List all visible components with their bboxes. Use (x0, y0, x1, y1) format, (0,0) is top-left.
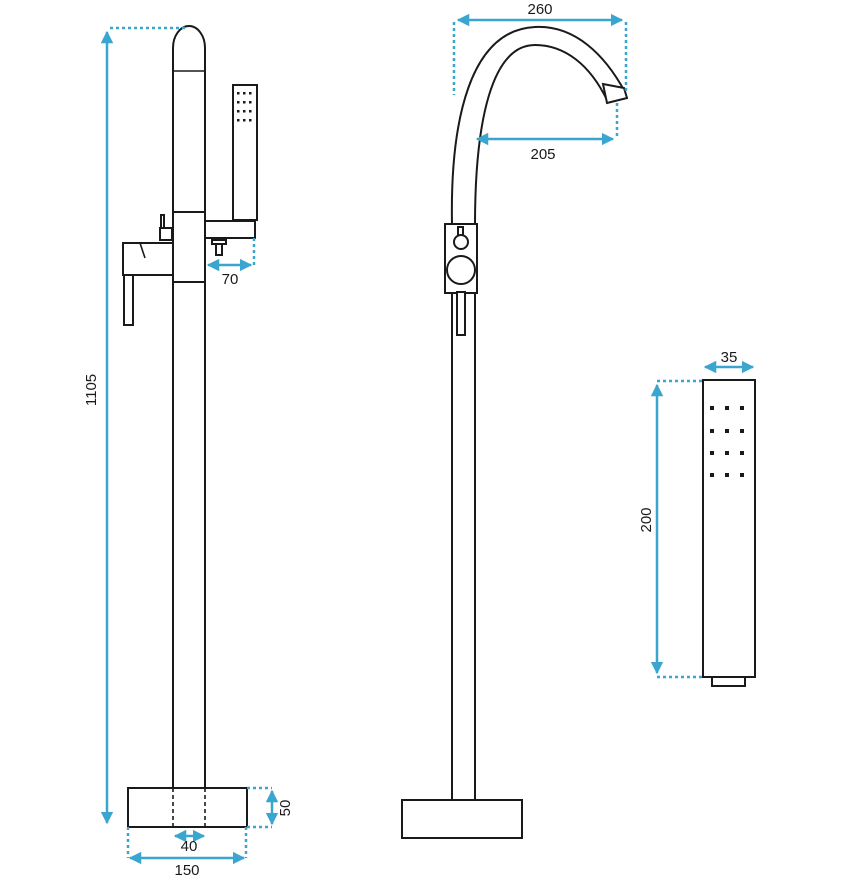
dimension-base-width: 150 (126, 827, 248, 879)
diverter-knob (159, 227, 173, 241)
mixer-lever (456, 291, 466, 336)
dimension-label-70: 70 (222, 271, 239, 288)
dimension-gooseneck-reach: 205 (475, 103, 619, 163)
dimension-spout-reach: 70 (206, 238, 256, 288)
mixer-body (172, 211, 206, 283)
dimension-label-35: 35 (721, 349, 738, 366)
mixer-lever (123, 274, 134, 326)
floor-base (401, 799, 523, 839)
dimension-label-40: 40 (181, 838, 198, 855)
hand-shower-detail (702, 379, 756, 687)
dimension-label-260: 260 (527, 1, 552, 18)
dimension-label-50: 50 (277, 800, 294, 817)
front-view-faucet (401, 25, 629, 839)
dimension-label-1105: 1105 (83, 374, 100, 406)
hand-shower (232, 84, 258, 221)
hand-shower-nozzle-dots (710, 406, 744, 477)
dimension-total-height: 1105 (83, 26, 188, 825)
shower-holder-arm (204, 220, 256, 239)
mixer-handle-base (122, 242, 174, 276)
dimension-base-height: 50 (247, 786, 294, 829)
hand-shower-nozzle-dots (237, 92, 252, 122)
main-pipe (172, 25, 206, 789)
gooseneck-spout (450, 25, 627, 801)
dimension-label-200: 200 (638, 507, 655, 532)
side-view-faucet (122, 25, 258, 828)
spout-outlet (601, 82, 629, 105)
dimension-handshower-height: 200 (638, 379, 703, 679)
dimension-gooseneck-width: 260 (452, 1, 628, 95)
hand-shower-body (702, 379, 756, 678)
dimension-pipe-diameter: 40 (173, 829, 206, 855)
dimension-label-205: 205 (530, 146, 555, 163)
hand-shower-connector (711, 676, 746, 687)
mixer-knob (446, 255, 476, 285)
dimension-label-150: 150 (174, 862, 199, 879)
floor-base (127, 787, 248, 828)
diverter-knob (453, 234, 469, 250)
dimension-handshower-width: 35 (703, 349, 755, 374)
